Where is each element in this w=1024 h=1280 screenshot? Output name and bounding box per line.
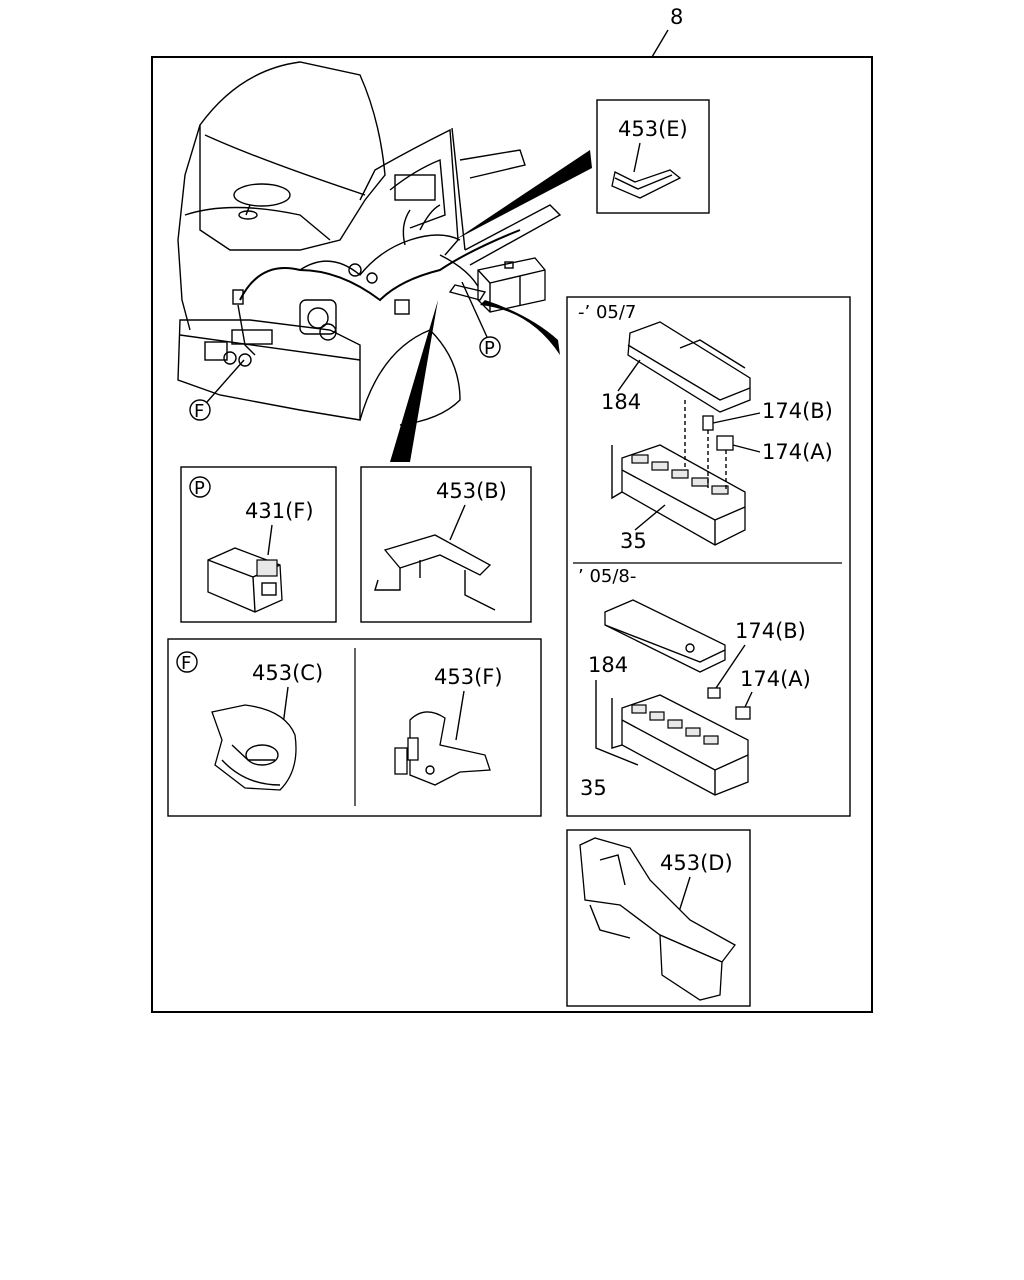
diagram-number-leader bbox=[651, 29, 669, 58]
leader-184-35-new bbox=[595, 680, 639, 766]
p-callout-label: P bbox=[484, 338, 495, 359]
part-453d-bracket bbox=[579, 837, 736, 1001]
leader-431f bbox=[267, 524, 273, 556]
label-431f: 431(F) bbox=[245, 499, 314, 523]
f-callout-leader bbox=[206, 359, 245, 403]
label-174a-old: 174(A) bbox=[762, 440, 833, 464]
truck-cab-illustration bbox=[177, 61, 562, 426]
label-184-old: 184 bbox=[601, 390, 641, 414]
leader-174b-new bbox=[715, 644, 746, 689]
leader-174a-new bbox=[744, 691, 753, 708]
relay-b-old bbox=[702, 415, 714, 431]
part-453f-bracket bbox=[394, 711, 491, 786]
period-new: ’ 05/8- bbox=[578, 566, 636, 587]
fuse-box-new-body bbox=[611, 694, 749, 796]
label-174b-old: 174(B) bbox=[762, 399, 833, 423]
f-callout-circle bbox=[189, 399, 211, 421]
p-panel-label: P bbox=[194, 478, 205, 499]
outer-frame bbox=[151, 56, 873, 1013]
part-453b-bracket bbox=[374, 534, 496, 611]
fuse-box-old-cover bbox=[627, 321, 751, 413]
p-callout-leader bbox=[461, 281, 488, 338]
label-174b-new: 174(B) bbox=[735, 619, 806, 643]
f-panel-label: F bbox=[181, 653, 191, 674]
label-453b: 453(B) bbox=[436, 479, 507, 503]
label-174a-new: 174(A) bbox=[740, 667, 811, 691]
relay-a-new bbox=[735, 706, 751, 720]
leader-453c bbox=[282, 686, 289, 726]
label-35-new: 35 bbox=[580, 776, 607, 800]
f-panel-circle bbox=[176, 651, 198, 673]
leader-453d bbox=[677, 876, 691, 916]
label-453d: 453(D) bbox=[660, 851, 733, 875]
period-old: -’ 05/7 bbox=[578, 302, 636, 323]
relay-b-new bbox=[707, 687, 721, 699]
label-453e: 453(E) bbox=[618, 117, 688, 141]
label-35-old: 35 bbox=[620, 529, 647, 553]
label-453f: 453(F) bbox=[434, 665, 503, 689]
label-184-new: 184 bbox=[588, 653, 628, 677]
part-453c-cover bbox=[211, 704, 297, 791]
leader-453e bbox=[633, 142, 641, 173]
p-callout-circle bbox=[479, 336, 501, 358]
relay-a-old bbox=[716, 435, 734, 451]
f-callout-label: F bbox=[194, 401, 204, 422]
leader-453b bbox=[449, 504, 466, 541]
wedge-to-453e bbox=[455, 150, 592, 240]
part-431f-connector bbox=[207, 547, 283, 613]
leader-174a-old bbox=[732, 444, 761, 453]
p-panel-circle bbox=[189, 476, 211, 498]
diagram-number: 8 bbox=[670, 5, 683, 29]
wedge-to-453b bbox=[390, 300, 438, 462]
label-453c: 453(C) bbox=[252, 661, 323, 685]
fuse-box-new-cover bbox=[604, 599, 726, 673]
panel-453e bbox=[596, 99, 710, 214]
leader-174b-old bbox=[712, 412, 761, 424]
fuse-box-old-body bbox=[611, 444, 746, 546]
part-453e-bracket bbox=[611, 169, 682, 199]
wedge-to-fuse-box bbox=[480, 300, 560, 355]
leader-453f bbox=[455, 690, 465, 741]
leader-35-old bbox=[634, 504, 666, 531]
leader-184-old bbox=[617, 359, 641, 392]
